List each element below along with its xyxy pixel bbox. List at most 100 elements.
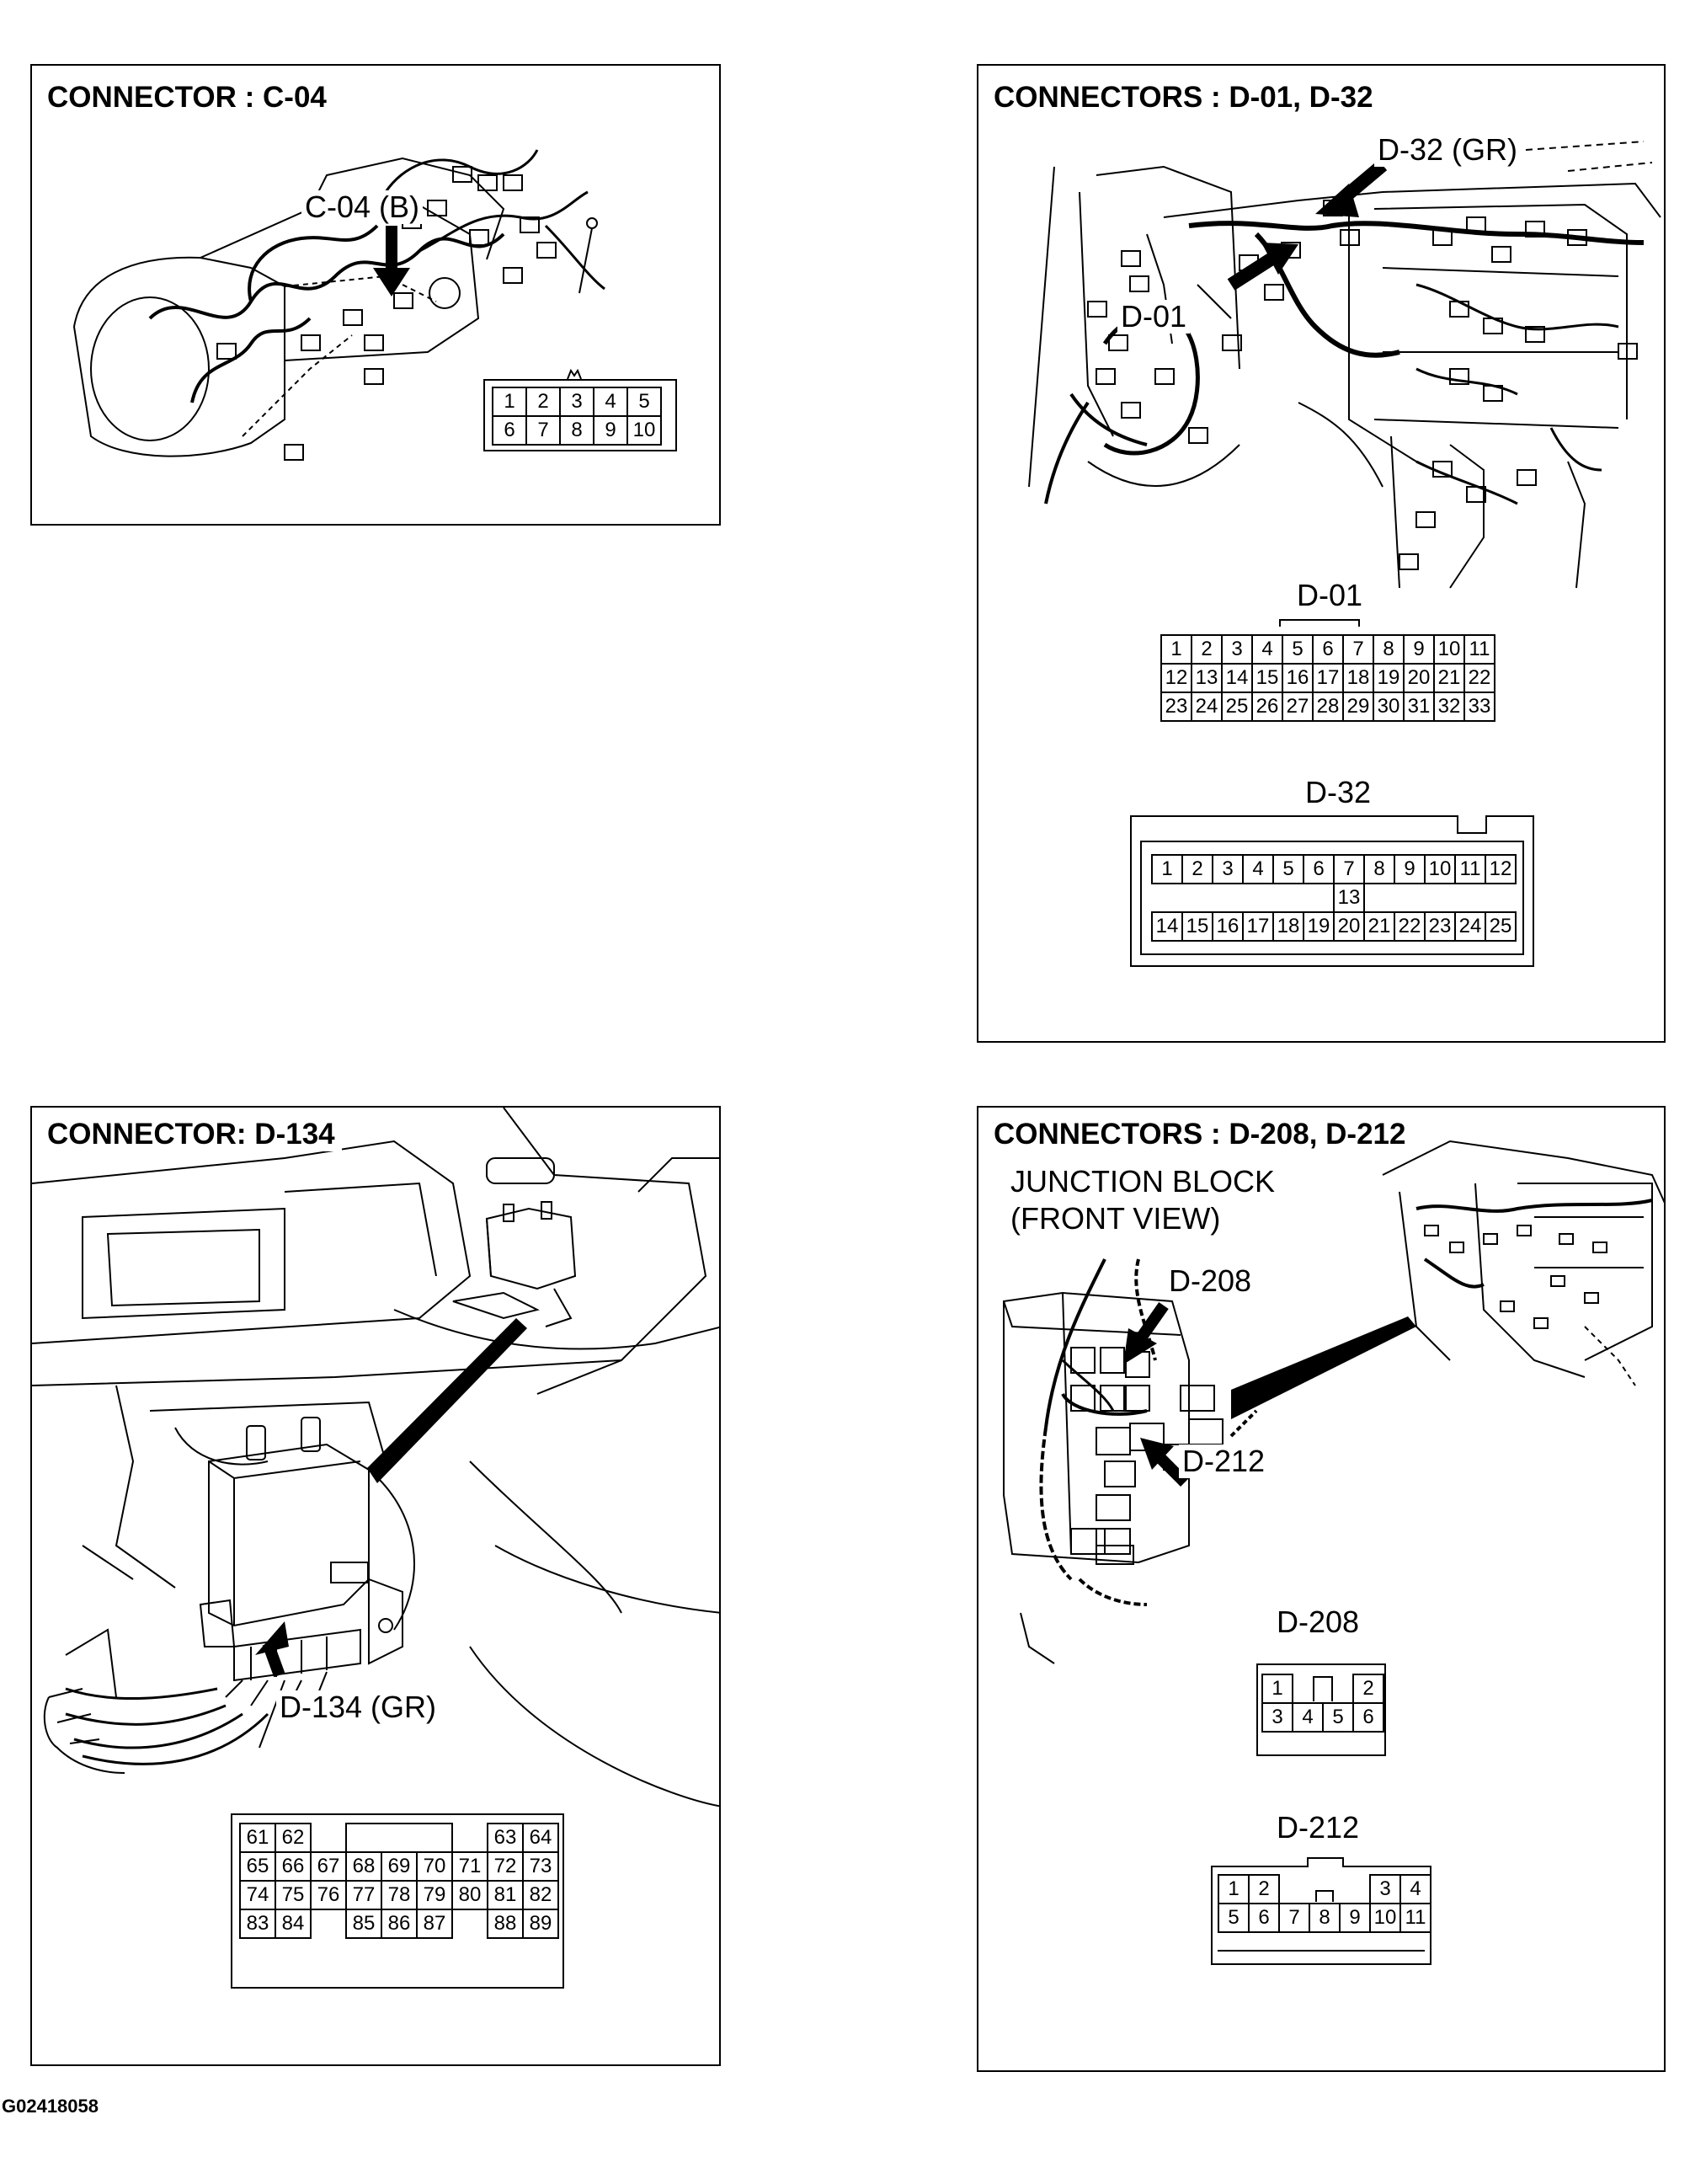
pin-2: 2: [1248, 1874, 1280, 1904]
pin-row: 13: [1152, 883, 1516, 913]
d212-label: D-212: [1277, 1810, 1360, 1845]
pin-62: 62: [275, 1823, 312, 1853]
empty-cavity: [311, 1909, 346, 1938]
pin-11: 11: [1463, 634, 1495, 665]
pin-79: 79: [416, 1880, 453, 1910]
pin-18: 18: [1342, 663, 1374, 693]
pin-85: 85: [345, 1909, 382, 1939]
pin-12: 12: [1160, 663, 1192, 693]
pin-72: 72: [487, 1851, 524, 1882]
panel-title: CONNECTORS : D-01, D-32: [994, 81, 1380, 115]
panel-title: CONNECTOR: D-134: [47, 1118, 342, 1151]
empty-cavity: [1364, 884, 1394, 912]
pin-3: 3: [1261, 1702, 1293, 1733]
pin-2: 2: [1181, 854, 1213, 884]
pin-31: 31: [1403, 692, 1435, 722]
c04-key-notch: [567, 369, 582, 380]
pin-7: 7: [1333, 854, 1365, 884]
pin-28: 28: [1312, 692, 1344, 722]
pin-4: 4: [1292, 1702, 1324, 1733]
pin-4: 4: [1399, 1874, 1431, 1904]
pin-69: 69: [381, 1851, 418, 1882]
pin-24: 24: [1191, 692, 1223, 722]
pin-75: 75: [275, 1880, 312, 1910]
d01-label: D-01: [1297, 578, 1363, 612]
pin-13: 13: [1333, 883, 1365, 913]
pin-80: 80: [451, 1880, 488, 1910]
pin-29: 29: [1342, 692, 1374, 722]
pin-5: 5: [1272, 854, 1304, 884]
d01-key-notch: [1279, 619, 1360, 627]
pin-18: 18: [1272, 911, 1304, 942]
pin-11: 11: [1454, 854, 1486, 884]
pin-25: 25: [1485, 911, 1517, 942]
pin-11: 11: [1399, 1903, 1431, 1933]
pin-16: 16: [1212, 911, 1244, 942]
jb-label-line2: (FRONT VIEW): [1007, 1202, 1224, 1236]
pin-10: 10: [626, 415, 662, 446]
pin-10: 10: [1369, 1903, 1401, 1933]
pin-30: 30: [1373, 692, 1405, 722]
pin-63: 63: [487, 1823, 524, 1853]
callout-d32: D-32 (GR): [1374, 133, 1522, 167]
key-slot: [1293, 1674, 1353, 1703]
pin-2: 2: [1352, 1674, 1384, 1704]
pin-9: 9: [593, 415, 628, 446]
pin-12: 12: [1485, 854, 1517, 884]
pin-5: 5: [626, 387, 662, 417]
pin-19: 19: [1373, 663, 1405, 693]
empty-cavity: [452, 1909, 488, 1938]
d32-label: D-32: [1305, 775, 1372, 809]
pin-2: 2: [525, 387, 561, 417]
pin-7: 7: [1342, 634, 1374, 665]
pin-67: 67: [310, 1851, 347, 1882]
pin-88: 88: [487, 1909, 524, 1939]
d208-label: D-208: [1277, 1605, 1360, 1639]
empty-cavity: [1340, 1875, 1370, 1904]
pin-73: 73: [522, 1851, 559, 1882]
pin-26: 26: [1251, 692, 1283, 722]
empty-cavity: [1394, 884, 1425, 912]
pin-7: 7: [1278, 1903, 1310, 1933]
pin-23: 23: [1160, 692, 1192, 722]
pin-82: 82: [522, 1880, 559, 1910]
pin-3: 3: [1212, 854, 1244, 884]
pin-2: 2: [1191, 634, 1223, 665]
pin-3: 3: [1221, 634, 1253, 665]
callout-d208: D-208: [1165, 1264, 1256, 1298]
pin-81: 81: [487, 1880, 524, 1910]
pin-64: 64: [522, 1823, 559, 1853]
empty-cavity: [345, 1823, 453, 1853]
empty-cavity: [1182, 884, 1213, 912]
pin-23: 23: [1424, 911, 1456, 942]
panel-connectors-d208-d212: CONNECTORS : D-208, D-212 JUNCTION BLOCK…: [977, 1106, 1666, 2072]
pin-65: 65: [239, 1851, 276, 1882]
pin-8: 8: [1373, 634, 1405, 665]
pin-89: 89: [522, 1909, 559, 1939]
pin-14: 14: [1221, 663, 1253, 693]
pin-6: 6: [1303, 854, 1335, 884]
pin-19: 19: [1303, 911, 1335, 942]
empty-cavity: [1152, 884, 1182, 912]
pin-1: 1: [1160, 634, 1192, 665]
empty-cavity: [1243, 884, 1273, 912]
pin-3: 3: [559, 387, 594, 417]
pin-71: 71: [451, 1851, 488, 1882]
pin-21: 21: [1433, 663, 1465, 693]
pin-6: 6: [492, 415, 527, 446]
